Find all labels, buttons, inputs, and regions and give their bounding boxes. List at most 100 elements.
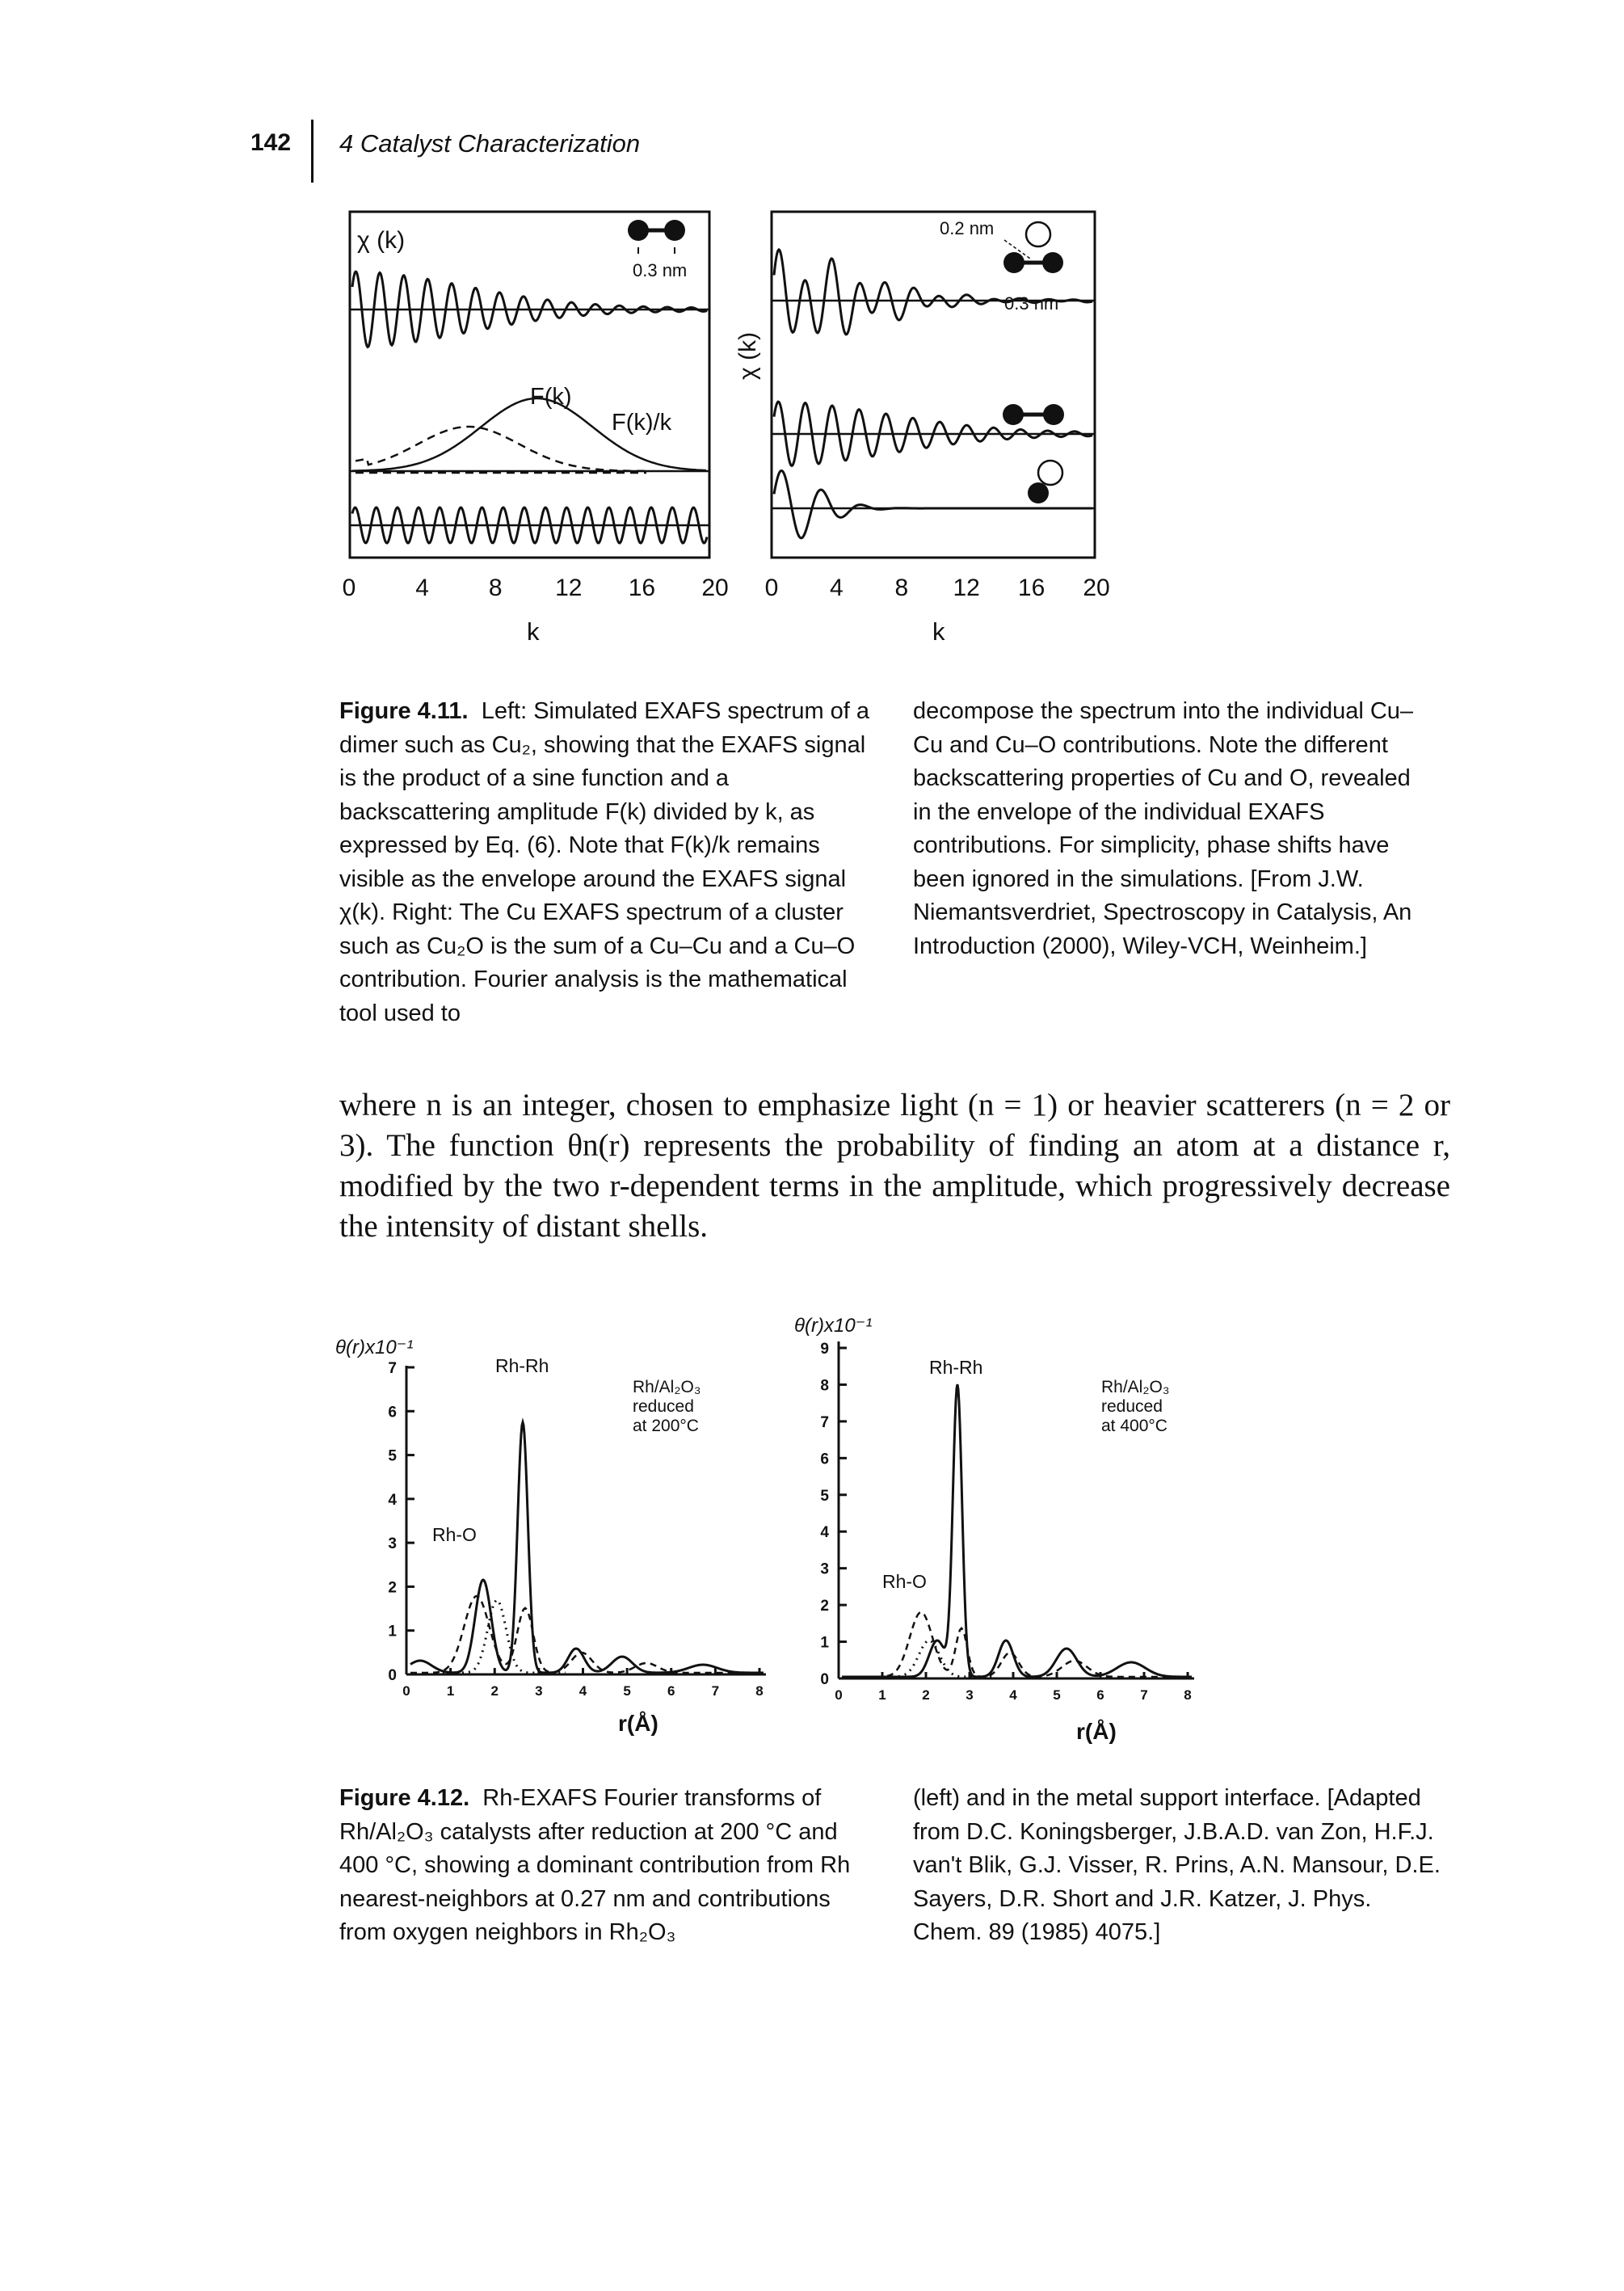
fig11-left-sine-curve xyxy=(351,506,709,545)
fig11-right-x-label: k xyxy=(932,617,945,646)
f12-l-ytick-2: 2 xyxy=(388,1579,397,1596)
f12-r-xtick-1: 1 xyxy=(878,1687,886,1703)
f12-l-xtick-7: 7 xyxy=(712,1683,719,1699)
fig12-right-sample-line1: Rh/Al₂O₃ xyxy=(1101,1378,1169,1396)
f12-r-xtick-8: 8 xyxy=(1184,1687,1191,1703)
f12-l-xtick-1: 1 xyxy=(447,1683,454,1699)
f12-l-xtick-4: 4 xyxy=(579,1683,587,1699)
f12-l-ytick-6: 6 xyxy=(388,1404,397,1421)
fig11-left-x-tick-4: 16 xyxy=(629,575,655,601)
f12-l-xtick-6: 6 xyxy=(667,1683,675,1699)
f12-l-ytick-5: 5 xyxy=(388,1448,397,1465)
cluster-icon xyxy=(1003,221,1063,273)
fig11-left-fk-over-k-curve xyxy=(355,425,646,473)
fig12-left-x-label: r(Å) xyxy=(618,1711,658,1736)
f12-r-xtick-0: 0 xyxy=(835,1687,842,1703)
fig11-right-x-tick-2: 8 xyxy=(894,575,908,601)
fig11-left-fk-label: F(k) xyxy=(530,384,572,410)
f12-r-ytick-5: 5 xyxy=(820,1488,829,1505)
fig11-left-fk-curve xyxy=(352,397,707,472)
fig11-right-x-tick-5: 20 xyxy=(1083,575,1109,601)
f12-r-ytick-8: 8 xyxy=(820,1377,829,1394)
fig11-left-distance-label: 0.3 nm xyxy=(633,260,687,280)
f12-l-ytick-4: 4 xyxy=(388,1492,397,1509)
figure-4-12-caption-left: Figure 4.12. Rh-EXAFS Fourier transforms… xyxy=(339,1782,873,1950)
fig11-left-x-tick-3: 12 xyxy=(555,575,582,601)
fig12-right-ft-dashed-curve xyxy=(842,1611,1191,1678)
fig12-left-sample-line3: at 200°C xyxy=(633,1417,699,1435)
fig11-right-x-tick-4: 16 xyxy=(1018,575,1045,601)
f12-l-xtick-8: 8 xyxy=(755,1683,763,1699)
fig11-right-distance-mid: 0.3 nm xyxy=(1004,293,1058,314)
f12-r-ytick-9: 9 xyxy=(820,1341,829,1358)
f12-r-ytick-6: 6 xyxy=(820,1451,829,1468)
fig12-right-sample-line3: at 400°C xyxy=(1101,1417,1168,1435)
f12-l-xtick-5: 5 xyxy=(623,1683,630,1699)
page-number: 142 xyxy=(250,129,292,156)
fig11-right-total-curve xyxy=(772,247,1093,336)
fig11-right-cu-cu-curve xyxy=(772,400,1093,468)
fig11-left-x-tick-0: 0 xyxy=(343,575,356,601)
fig11-left-chi-curve xyxy=(351,270,708,349)
cu-o-icon xyxy=(1028,459,1064,503)
fig11-right-x-tick-3: 12 xyxy=(953,575,980,601)
f12-l-ytick-0: 0 xyxy=(388,1667,397,1684)
fig11-right-distance-top: 0.2 nm xyxy=(940,218,994,238)
fig12-right-x-label: r(Å) xyxy=(1076,1719,1117,1744)
header-rule xyxy=(311,120,313,183)
fig12-right-y-ticks: 0 1 2 3 4 5 6 7 8 9 xyxy=(820,1341,847,1688)
fig11-left-y-label: χ (k) xyxy=(357,227,405,254)
figure-4-11-label: Figure 4.11. xyxy=(339,698,469,724)
f12-r-ytick-3: 3 xyxy=(820,1561,829,1578)
running-head-title: 4 Catalyst Characterization xyxy=(339,129,641,158)
fig11-left-x-tick-2: 8 xyxy=(489,575,503,601)
fig11-left-x-tick-1: 4 xyxy=(415,575,429,601)
figure-4-12-caption-text: Rh-EXAFS Fourier transforms of Rh/Al₂O₃ … xyxy=(339,1785,851,1945)
fig11-right-cu-o-curve xyxy=(772,469,1092,540)
f12-r-xtick-5: 5 xyxy=(1053,1687,1060,1703)
fig11-right-frame xyxy=(770,210,1096,559)
fig12-left-y-label: θ(r)x10⁻¹ xyxy=(335,1337,413,1358)
fig12-right-sample-line2: reduced xyxy=(1101,1397,1163,1416)
f12-l-xtick-2: 2 xyxy=(491,1683,499,1699)
f12-r-ytick-0: 0 xyxy=(820,1671,829,1688)
fig12-left-rh-rh-label: Rh-Rh xyxy=(495,1355,549,1376)
cu-cu-icon xyxy=(1003,404,1064,425)
fig11-right-x-tick-0: 0 xyxy=(765,575,779,601)
f12-r-xtick-2: 2 xyxy=(922,1687,929,1703)
f12-l-xtick-3: 3 xyxy=(535,1683,542,1699)
f12-r-xtick-3: 3 xyxy=(966,1687,973,1703)
fig11-left-fkk-label: F(k)/k xyxy=(612,410,672,436)
fig12-left-ft-curve xyxy=(410,1417,764,1674)
f12-r-xtick-7: 7 xyxy=(1140,1687,1147,1703)
f12-r-ytick-1: 1 xyxy=(820,1635,829,1652)
fig12-left-sample-line2: reduced xyxy=(633,1397,694,1416)
fig12-left-x-ticks: 0 1 2 3 4 5 6 7 8 xyxy=(402,1668,764,1699)
fig11-left-x-label: k xyxy=(527,617,540,646)
fig12-left-sample-line1: Rh/Al₂O₃ xyxy=(633,1378,701,1396)
f12-r-ytick-2: 2 xyxy=(820,1598,829,1615)
fig12-right-ft-curve xyxy=(842,1383,1192,1678)
f12-r-xtick-6: 6 xyxy=(1096,1687,1104,1703)
figure-4-12-label: Figure 4.12. xyxy=(339,1785,470,1811)
f12-r-ytick-7: 7 xyxy=(820,1414,829,1431)
fig12-right-ft-dotted-curve xyxy=(873,1639,994,1678)
fig12-right-y-label: θ(r)x10⁻¹ xyxy=(794,1315,872,1337)
fig11-right-y-label: χ (k) xyxy=(734,332,761,380)
dimer-icon xyxy=(628,220,685,254)
figure-4-11-caption-right: decompose the spectrum into the individu… xyxy=(913,698,1414,959)
f12-r-ytick-4: 4 xyxy=(820,1524,829,1541)
figure-4-12-caption-right: (left) and in the metal support interfac… xyxy=(913,1785,1441,1945)
fig11-left-frame xyxy=(348,210,711,559)
figure-4-11-caption-text: Left: Simulated EXAFS spectrum of a dime… xyxy=(339,698,870,1026)
f12-l-xtick-0: 0 xyxy=(402,1683,410,1699)
f12-l-ytick-7: 7 xyxy=(388,1360,397,1377)
figure-4-11-caption-left: Figure 4.11. Left: Simulated EXAFS spect… xyxy=(339,695,873,1030)
fig12-right-rh-rh-label: Rh-Rh xyxy=(929,1357,982,1378)
f12-r-xtick-4: 4 xyxy=(1009,1687,1017,1703)
